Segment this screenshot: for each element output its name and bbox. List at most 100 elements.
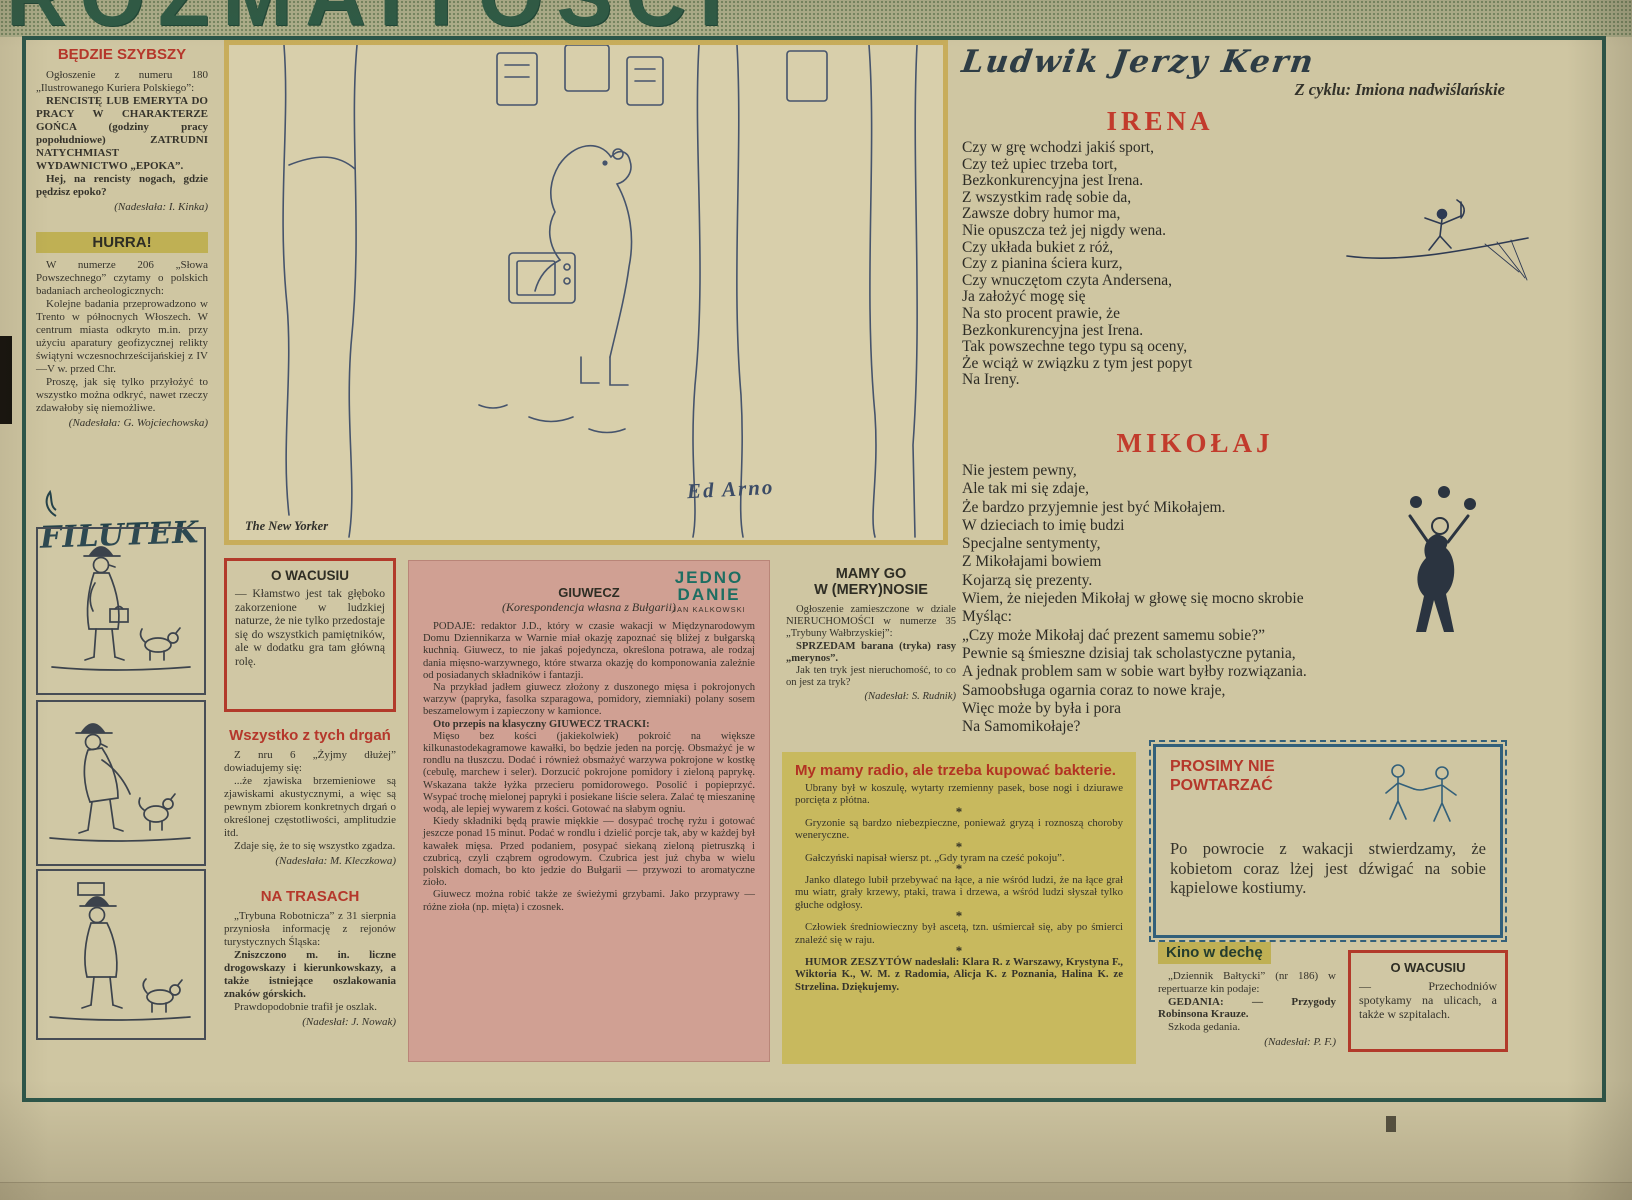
page-border-frame	[22, 36, 1606, 1102]
paragraph: Ogłoszenie z numeru 180 „Ilustrowanego K…	[36, 69, 208, 94]
juggler-drawing	[1408, 486, 1476, 632]
na-trasach-body: „Trybuna Robotnicza” z 31 sierpnia przyn…	[224, 910, 396, 1029]
poem-line: Czy w grę wchodzi jakiś sport,	[962, 139, 1154, 156]
poem-line: A jednak problem sam w sobie wart byłby …	[962, 663, 1307, 681]
poem-line: W dzieciach to imię budzi	[962, 516, 1125, 534]
na-trasach-section: NA TRASACH „Trybuna Robotnicza” z 31 sie…	[224, 888, 396, 1029]
cartoon-caption: The New Yorker	[245, 519, 329, 533]
series-subtitle: Z cyklu: Imiona nadwiślańskie	[1294, 80, 1505, 99]
merynos-title-line-1: MAMY GO	[835, 566, 907, 582]
jedno-danie-logo: JEDNO DANIE JAN KALKOWSKI	[659, 569, 759, 614]
poem-line: Ale tak mi się zdaje,	[962, 480, 1089, 498]
poem-line: Myśląc:	[962, 608, 1012, 626]
poem-line: Kojarzą się prezenty.	[962, 571, 1093, 589]
paragraph: Proszę, jak się tylko przyłożyć to wszys…	[36, 376, 208, 414]
logo-text: DANIE	[677, 585, 741, 604]
humor-separator: *	[955, 943, 963, 959]
poem-line: Nie opuszcza też jej nigdy wena.	[962, 221, 1166, 239]
poem-line: Bezkonkurencyjna jest Irena.	[962, 172, 1144, 190]
scan-artifact-strip	[0, 336, 12, 424]
o-wacusiu-box-2: O WACUSIU — Przechodniów spotykamy na ul…	[1348, 950, 1508, 1052]
giuwecz-body: PODAJE: redaktor J.D., który w czasie wa…	[423, 621, 755, 914]
poem-line: Że bardzo przyjemnie jest być Mikołajem.	[962, 498, 1226, 516]
masthead: ROZMAITOŚCI	[0, 0, 1632, 37]
bedzie-szybszy-body: Ogłoszenie z numeru 180 „Ilustrowanego K…	[36, 69, 208, 214]
poem-line: Czy układa bukiet z róż,	[962, 238, 1114, 256]
paragraph: Jak ten tryk jest nieruchomość, to co on…	[786, 665, 956, 689]
irena-title: IRENA	[1106, 106, 1214, 136]
poem-line: Specjalne sentymenty,	[962, 535, 1101, 553]
humor-separator: *	[955, 861, 963, 877]
merynos-body: Ogłoszenie zamieszczone w dziale NIERUCH…	[786, 604, 956, 704]
credit: (Nadesłała: G. Wojciechowska)	[68, 417, 208, 429]
paragraph: PODAJE: redaktor J.D., który w czasie wa…	[423, 621, 755, 681]
paragraph: Kolejne badania przeprowadzono w Trento …	[36, 298, 208, 375]
paragraph: SPRZEDAM barana (tryka) rasy „merynos”.	[786, 640, 956, 664]
paragraph: Z nru 6 „Żyjmy dłużej” dowiadujemy się:	[224, 749, 396, 774]
humor-separator: *	[955, 803, 963, 819]
giuwecz-article: JEDNO DANIE JAN KALKOWSKI GIUWECZ (Kores…	[408, 560, 770, 1062]
filutek-panel-2-drawing	[49, 723, 191, 842]
prosimy-title: PROSIMY NIE POWTARZAĆ	[1170, 758, 1275, 794]
paragraph: Szkoda gedania.	[1168, 1021, 1241, 1034]
filutek-panel-1	[36, 527, 206, 695]
poem-line: Na Samomikołaje?	[962, 718, 1081, 736]
humor-item: Człowiek średniowieczny był ascetą, tzn.…	[795, 921, 1123, 946]
poem-line: Z Mikołajami bowiem	[962, 553, 1102, 571]
merynos-section: MAMY GO W (MERY)NOSIE Ogłoszenie zamiesz…	[786, 566, 956, 704]
humor-separator: *	[955, 908, 963, 924]
tightrope-walker-drawing	[1346, 199, 1529, 281]
humor-box: My mamy radio, ale trzeba kupować bakter…	[782, 752, 1136, 1064]
humor-credits: HUMOR ZESZYTÓW nadesłali: Klara R. z War…	[795, 956, 1123, 993]
filutek-panel-2	[36, 700, 206, 866]
poem-line: Samoobsługa ogarnia coraz to nowe kraje,	[962, 681, 1226, 699]
flourish-icon	[45, 489, 57, 517]
poem-line: Czy wnuczętom czyta Andersena,	[962, 271, 1173, 289]
poem-line: Wiem, że niejeden Mikołaj w głowę się mo…	[962, 590, 1304, 608]
prosimy-box: PROSIMY NIE POWTARZAĆ Po powrocie z waka…	[1149, 740, 1507, 942]
poem-line: Bezkonkurencyjna jest Irena.	[962, 321, 1144, 339]
humor-item: Ubrany był w koszulę, wytarty rzemienny …	[795, 782, 1123, 807]
cartoon-signature: Ed Arno	[686, 474, 775, 504]
drgania-title: Wszystko z tych drgań	[229, 727, 391, 744]
poem-line: Z wszystkim radę sobie da,	[962, 188, 1132, 206]
paragraph: Oto przepis na klasyczny GIUWECZ TRACKI:	[433, 718, 650, 730]
kino-section: Kino w dechę „Dziennik Bałtycki” (nr 186…	[1158, 942, 1336, 1049]
credit: (Nadesłał: P. F.)	[1264, 1035, 1336, 1048]
credit: (Nadesłała: I. Kinka)	[114, 201, 208, 213]
poem-line: Na Ireny.	[962, 371, 1020, 389]
o-wacusiu-2-title: O WACUSIU	[1390, 960, 1466, 975]
poem-line: Zawsze dobry humor ma,	[962, 205, 1121, 223]
poem-line: Nie jestem pewny,	[962, 462, 1077, 479]
page-bottom-edge	[0, 1182, 1632, 1200]
paragraph: Giuwecz można robić także ze świeżymi gr…	[423, 889, 755, 913]
o-wacusiu-1-body: — Kłamstwo jest tak głęboko zakorzenione…	[235, 587, 385, 668]
humor-box-body: Ubrany był w koszulę, wytarty rzemienny …	[795, 782, 1123, 993]
paragraph: Ogłoszenie zamieszczone w dziale NIERUCH…	[786, 604, 956, 640]
credit: (Nadesłała: M. Kleczkowa)	[275, 855, 396, 867]
paragraph: Hej, na rencisty nogach, gdzie pędzisz e…	[36, 173, 208, 198]
o-wacusiu-2-body: — Przechodniów spotykamy na ulicach, a t…	[1359, 979, 1497, 1021]
o-wacusiu-1-title: O WACUSIU	[270, 568, 349, 583]
paragraph: „Trybuna Robotnicza” z 31 sierpnia przyn…	[224, 910, 396, 948]
paragraph: RENCISTĘ LUB EMERYTA DO PRACY W CHARAKTE…	[36, 95, 208, 172]
paragraph: W numerze 206 „Słowa Powszechnego” czyta…	[36, 259, 208, 297]
logo-text: JEDNO	[674, 568, 744, 587]
humor-item: Gałczyński napisał wiersz pt. „Gdy tyram…	[805, 851, 1065, 864]
filutek-panel-1-drawing	[51, 546, 191, 671]
paragraph: GEDANIA: — Przygody Robinsona Krauze.	[1158, 995, 1336, 1021]
giuwecz-subtitle: (Korespondencja własna z Bułgarii)	[502, 600, 676, 614]
paragraph: Na przykład jadłem giuwecz złożony z dus…	[423, 682, 755, 718]
mikolaj-title: MIKOŁAJ	[1116, 428, 1274, 458]
masthead-title: ROZMAITOŚCI	[6, 0, 735, 37]
author-name: Ludwik Jerzy Kern	[959, 44, 1318, 80]
mikolaj-poem: Nie jestem pewny, Ale tak mi się zdaje, …	[962, 462, 1452, 736]
poem-line: Więc może by była i pora	[962, 699, 1122, 717]
cartoon-bear-carrying-tv-drawing	[282, 45, 918, 538]
credit: (Nadesłał: J. Nowak)	[302, 1016, 396, 1028]
poem-line: Czy też upiec trzeba tort,	[962, 155, 1118, 173]
hurra-body: W numerze 206 „Słowa Powszechnego” czyta…	[36, 259, 208, 430]
humor-item: Gryzonie są bardzo niebezpieczne, poniew…	[795, 816, 1123, 842]
poem-line: Tak powszechne tego typu są oceny,	[962, 338, 1188, 356]
